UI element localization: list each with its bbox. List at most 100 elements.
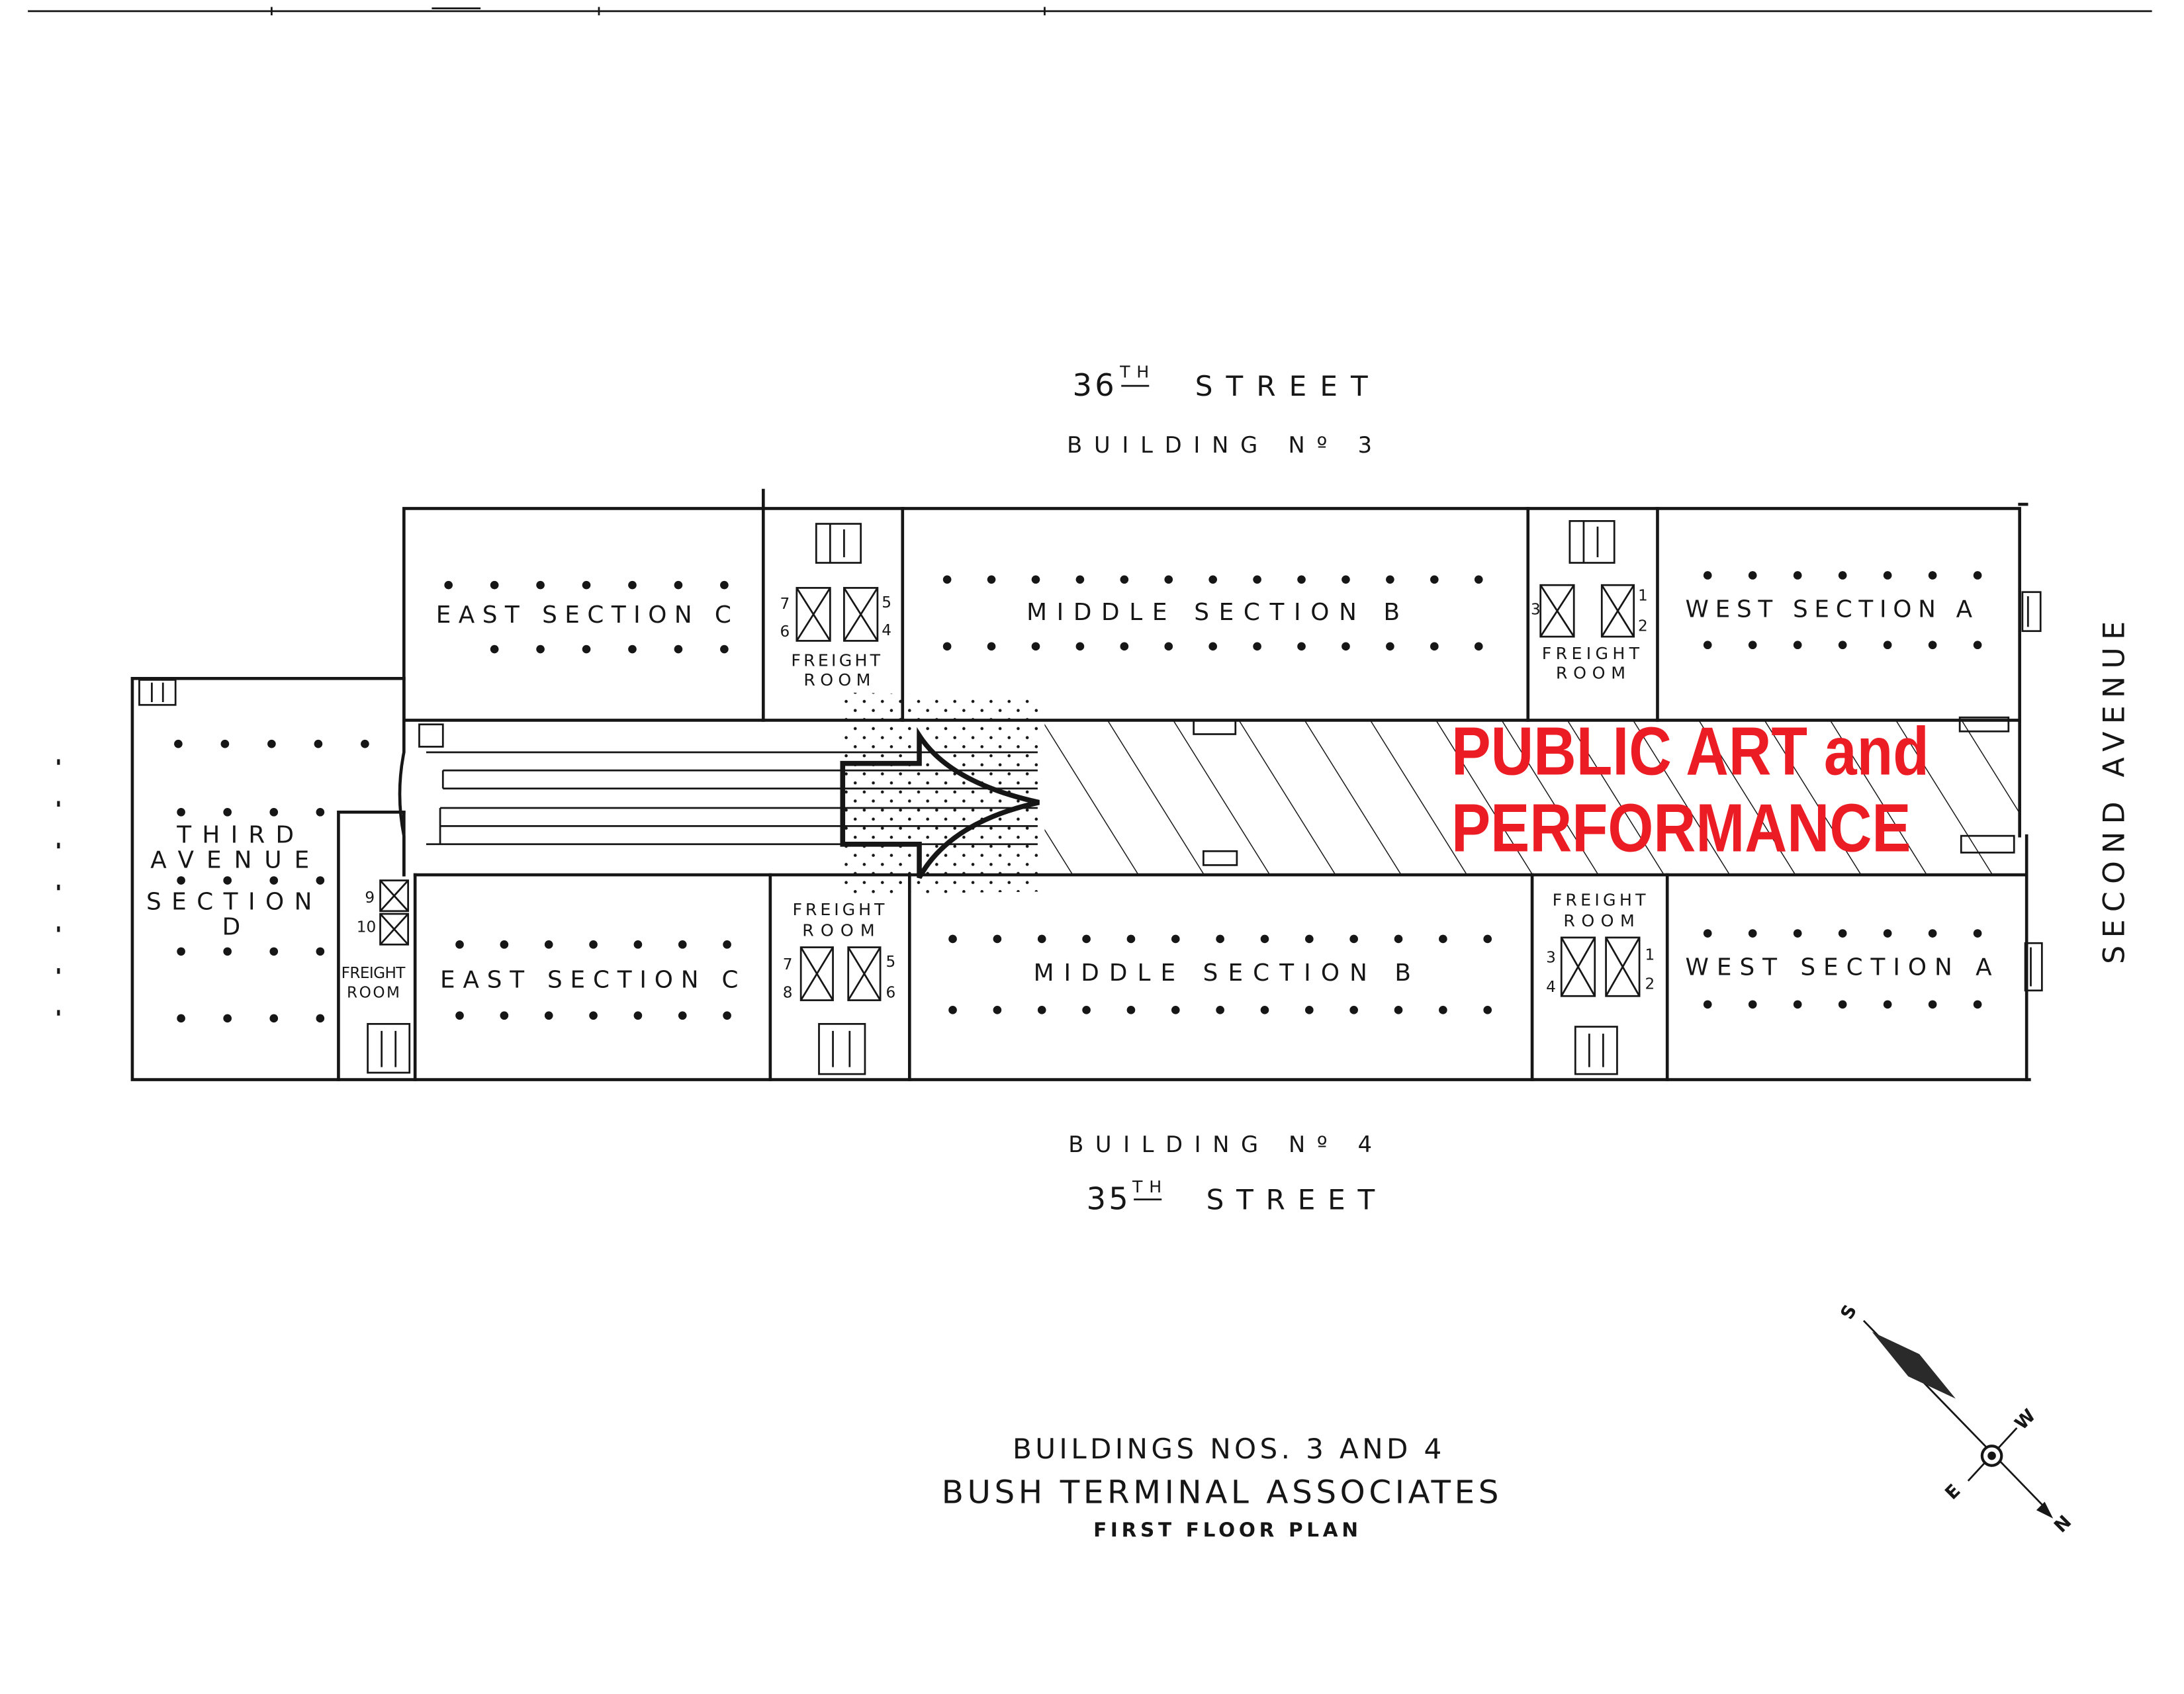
column-dot	[628, 580, 637, 590]
column-dot	[1126, 934, 1136, 944]
column-dot	[1120, 575, 1129, 584]
column-dot	[723, 1011, 731, 1020]
column-dot	[1439, 1006, 1447, 1014]
column-dot	[177, 808, 185, 817]
column-dot	[1973, 1000, 1982, 1009]
elevator-number: 7	[780, 596, 790, 613]
column-dot	[1349, 1006, 1358, 1014]
elevator-number: 3	[1546, 950, 1556, 967]
elevator-number: 7	[783, 956, 793, 973]
column-dot	[223, 947, 232, 956]
elevator-number: 4	[882, 622, 891, 639]
column-dot	[1216, 1006, 1224, 1014]
column-dot	[674, 645, 683, 654]
column-dot	[1793, 929, 1802, 938]
column-dot	[1126, 1006, 1136, 1014]
column-dot	[987, 642, 996, 651]
direction-arrow	[840, 727, 1040, 879]
column-dot	[1120, 642, 1129, 651]
title-line-3: FIRST FLOOR PLAN	[1093, 1519, 1358, 1541]
highlight-label: PERFORMANCE	[1451, 789, 1911, 866]
elevator-number: 3	[1531, 601, 1541, 618]
elevator-number: 6	[886, 984, 896, 1001]
column-dot	[1342, 575, 1350, 584]
column-dot	[589, 1011, 598, 1020]
column-dot	[1260, 1006, 1269, 1014]
freight-room-label: FREIGHT	[791, 650, 880, 670]
column-dot	[582, 645, 591, 654]
freight-room-label: FREIGHT	[1542, 644, 1640, 663]
column-dot	[1793, 571, 1802, 580]
freight-room-label: FREIGHT	[341, 965, 406, 982]
elevator-number: 9	[365, 889, 375, 907]
column-dot	[174, 739, 183, 748]
column-dot	[1973, 571, 1982, 580]
column-dot	[1386, 575, 1394, 584]
column-dot	[1386, 642, 1394, 651]
column-dot	[269, 1014, 279, 1023]
title-line-1: BUILDINGS NOS. 3 AND 4	[1013, 1433, 1441, 1465]
sheet-edge-rule	[28, 7, 2152, 16]
column-dot	[1394, 1006, 1403, 1014]
column-dot	[633, 940, 643, 949]
column-dot	[1748, 641, 1757, 650]
column-dot	[223, 808, 232, 817]
column-dot	[1474, 642, 1483, 651]
column-dot	[1838, 571, 1847, 580]
column-dot	[1483, 1006, 1492, 1014]
column-dot	[948, 1006, 957, 1014]
column-dot	[444, 580, 453, 590]
column-dot	[1793, 641, 1802, 650]
column-dot	[1928, 571, 1937, 580]
column-dot	[1297, 642, 1306, 651]
column-dot	[269, 947, 279, 956]
highlight-label: PUBLIC ART and	[1451, 713, 1929, 789]
column-dot	[1208, 575, 1217, 584]
column-dot	[1703, 1000, 1712, 1009]
column-dot	[993, 934, 1002, 944]
column-dot	[1305, 1006, 1314, 1014]
column-dot	[1703, 929, 1712, 938]
column-dot	[1793, 1000, 1802, 1009]
column-dot	[987, 575, 996, 584]
stair-symbols	[138, 520, 1618, 1075]
column-dot	[1216, 934, 1224, 944]
column-dot	[1305, 934, 1314, 944]
column-dot	[674, 580, 683, 590]
column-dot	[1253, 575, 1261, 584]
elevator-number: 4	[1546, 979, 1556, 996]
column-dot	[1748, 929, 1757, 938]
column-dot	[1703, 641, 1712, 650]
column-dot	[361, 739, 369, 748]
column-dot	[1748, 1000, 1757, 1009]
column-dot	[267, 739, 276, 748]
section-label-top-west: WEST SECTION A	[1686, 596, 1973, 623]
column-dot	[948, 934, 957, 944]
column-dot	[1928, 1000, 1937, 1009]
column-dot	[1164, 575, 1173, 584]
column-dot	[1171, 1006, 1180, 1014]
column-dot	[1883, 1000, 1892, 1009]
column-dot	[544, 1011, 553, 1020]
column-dot	[1883, 929, 1892, 938]
column-dot	[223, 1014, 232, 1023]
rail-track	[426, 751, 1038, 846]
column-dot	[536, 645, 545, 654]
column-dot	[544, 940, 553, 949]
column-dot	[633, 1011, 643, 1020]
column-dot	[1253, 642, 1261, 651]
column-dot	[720, 645, 729, 654]
section-label-third-avenue: D	[222, 914, 241, 941]
column-dot	[1297, 575, 1306, 584]
column-dot	[1928, 929, 1937, 938]
column-dot	[1838, 1000, 1847, 1009]
elevator-number: 10	[357, 918, 376, 936]
column-dot	[1037, 934, 1046, 944]
column-dot	[1703, 571, 1712, 580]
column-dot	[720, 580, 729, 590]
column-dot	[1171, 934, 1180, 944]
column-dot	[316, 808, 325, 817]
column-dot	[942, 642, 952, 651]
title-line-2: BUSH TERMINAL ASSOCIATES	[942, 1474, 1499, 1511]
column-dot	[1973, 929, 1982, 938]
